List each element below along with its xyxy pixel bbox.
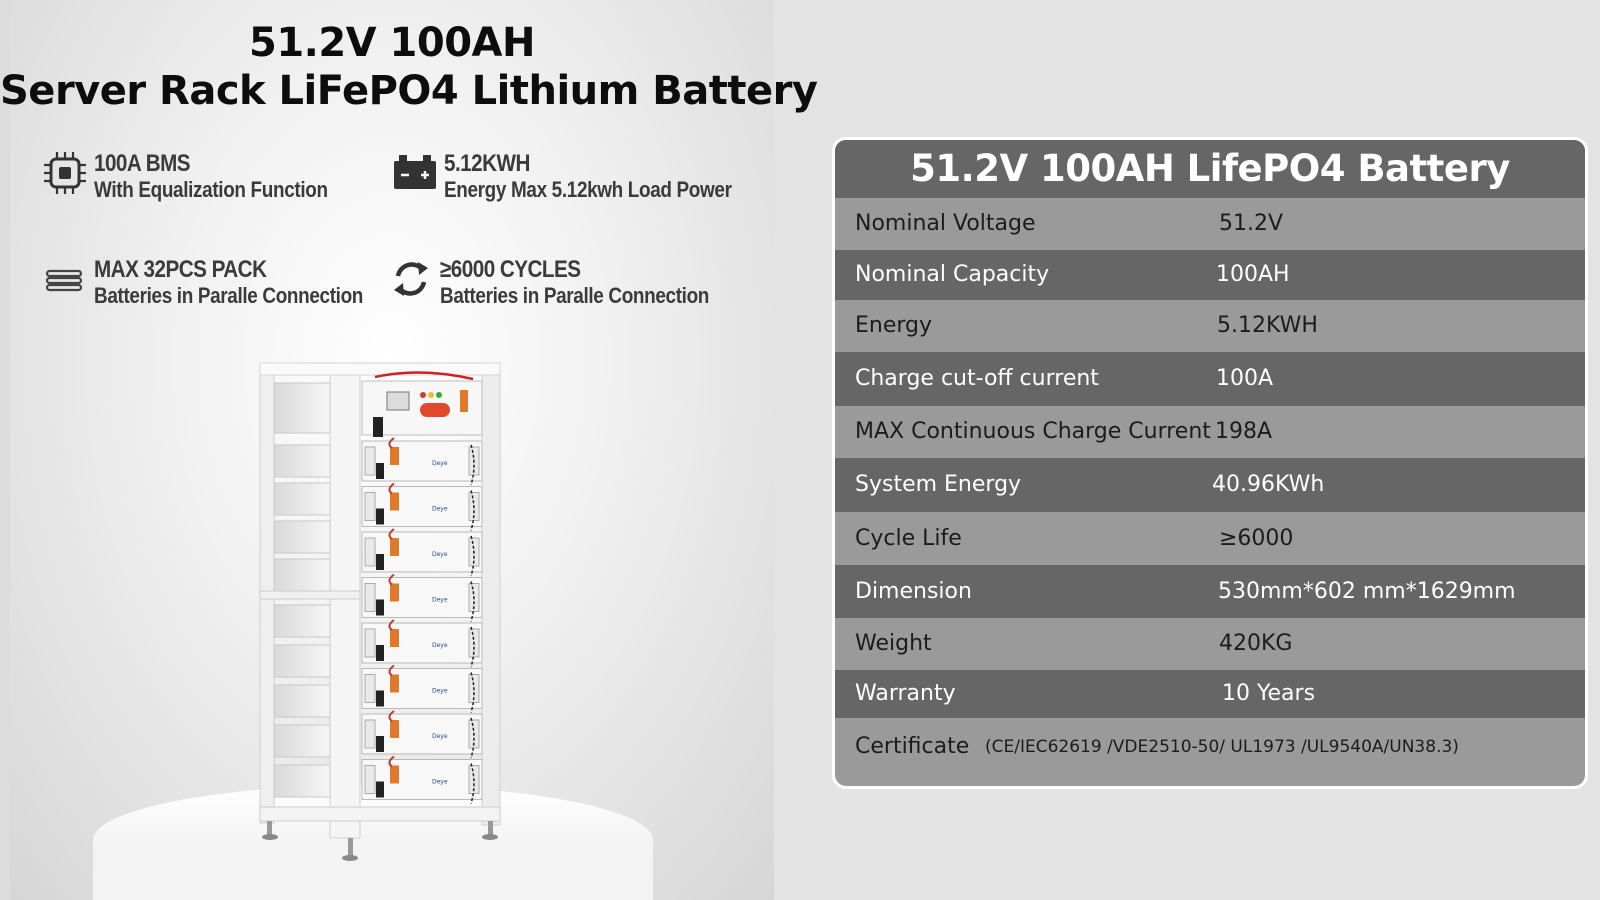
battery-module: Deye xyxy=(361,664,483,713)
battery-module: Deye xyxy=(361,482,483,531)
spec-row: System Energy 40.96KWh xyxy=(835,458,1585,512)
spec-label: Nominal Voltage xyxy=(855,211,1036,236)
left-edge-strip xyxy=(0,0,10,900)
spec-row: Dimension 530mm*602 mm*1629mm xyxy=(835,565,1585,618)
spec-table-header: 51.2V 100AH LifePO4 Battery xyxy=(835,140,1585,198)
brand-label: Deye xyxy=(432,506,448,513)
spec-label: Weight xyxy=(855,631,932,656)
battery-icon xyxy=(394,155,436,189)
spec-table: 51.2V 100AH LifePO4 Battery Nominal Volt… xyxy=(832,137,1588,789)
feature-heading: 100A BMS xyxy=(94,150,191,177)
brand-label: Deye xyxy=(432,551,448,558)
brand-label: Deye xyxy=(432,597,448,604)
spec-value: 420KG xyxy=(1219,631,1293,656)
podium-base xyxy=(93,840,653,900)
battery-module: Deye xyxy=(361,437,483,486)
brand-label: Deye xyxy=(432,460,448,467)
spec-label: MAX Continuous Charge Current xyxy=(855,419,1211,444)
spec-value: 100A xyxy=(1216,366,1274,391)
spec-value: 5.12KWH xyxy=(1217,313,1318,338)
rack-frame xyxy=(259,362,501,861)
spec-value: 51.2V xyxy=(1219,211,1284,236)
brand-label: Deye xyxy=(432,642,448,649)
spec-row: Cycle Life ≥6000 xyxy=(835,512,1585,565)
spec-value: 40.96KWh xyxy=(1212,472,1325,497)
battery-module: Deye xyxy=(361,710,483,759)
feature-description: Energy Max 5.12kwh Load Power xyxy=(444,177,732,202)
spec-row: Warranty 10 Years xyxy=(835,670,1585,718)
battery-module: Deye xyxy=(361,528,483,577)
spec-value: 530mm*602 mm*1629mm xyxy=(1218,579,1516,604)
spec-row: Nominal Voltage 51.2V xyxy=(835,198,1585,250)
spec-table-body: Nominal Voltage 51.2V Nominal Capacity 100A… xyxy=(835,198,1585,776)
spec-label: Cycle Life xyxy=(855,526,962,551)
spec-row: Charge cut-off current 100A xyxy=(835,352,1585,406)
page-subtitle: Server Rack LiFePO4 Lithium Battery xyxy=(0,68,818,114)
brand-label: Deye xyxy=(432,779,448,786)
spec-label: Energy xyxy=(855,313,933,338)
feature-heading: MAX 32PCS PACK xyxy=(94,256,267,283)
spec-label: Nominal Capacity xyxy=(855,262,1050,287)
feature-description: Batteries in Paralle Connection xyxy=(440,283,710,308)
spec-value: (CE/IEC62619 /VDE2510-50/ UL1973 /UL9540… xyxy=(985,737,1459,757)
spec-row: Energy 5.12KWH xyxy=(835,300,1585,352)
spec-label: Certificate xyxy=(855,734,970,759)
spec-value: ≥6000 xyxy=(1219,526,1294,551)
feature-description: Batteries in Paralle Connection xyxy=(94,283,364,308)
spec-row: Nominal Capacity 100AH xyxy=(835,250,1585,300)
spec-value: 100AH xyxy=(1216,262,1290,287)
cycle-icon xyxy=(394,262,428,296)
spec-row: Certificate (CE/IEC62619 /VDE2510-50/ UL1… xyxy=(835,718,1585,776)
spec-label: Charge cut-off current xyxy=(855,366,1099,391)
spec-label: Dimension xyxy=(855,579,972,604)
feature-heading: 5.12KWH xyxy=(444,150,530,177)
spec-value: 10 Years xyxy=(1222,681,1316,706)
page-title: 51.2V 100AH xyxy=(248,20,536,66)
bms-control-module xyxy=(361,371,483,437)
battery-module: Deye xyxy=(361,573,483,622)
spec-row: Weight 420KG xyxy=(835,618,1585,670)
feature-heading: ≥6000 CYCLES xyxy=(440,256,581,283)
spec-label: Warranty xyxy=(855,681,956,706)
feature-description: With Equalization Function xyxy=(94,177,328,202)
spec-label: System Energy xyxy=(855,472,1022,497)
stack-icon xyxy=(45,269,83,292)
battery-module: Deye xyxy=(361,755,483,804)
chip-icon xyxy=(44,152,86,194)
spec-value: 198A xyxy=(1215,419,1273,444)
battery-module: Deye xyxy=(361,619,483,668)
brand-label: Deye xyxy=(432,733,448,740)
brand-label: Deye xyxy=(432,688,448,695)
